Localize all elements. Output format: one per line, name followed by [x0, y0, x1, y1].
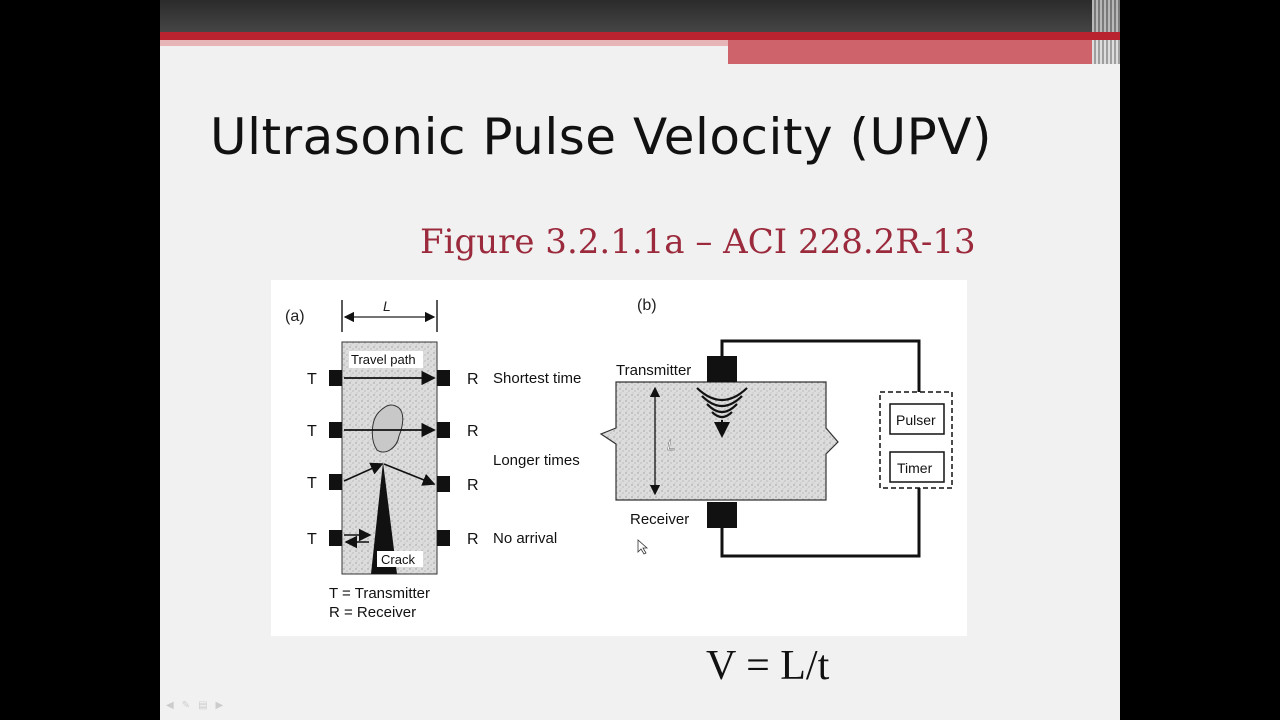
specimen-slab — [599, 381, 839, 501]
transducer-r-2 — [437, 422, 450, 438]
path-arrow-3a — [343, 462, 384, 482]
travel-path-label: Travel path — [351, 352, 416, 367]
circuit-wire-bottom — [720, 488, 921, 558]
timer-box — [889, 451, 945, 483]
transmitter-transducer — [707, 356, 737, 382]
desc-row-4: No arrival — [493, 530, 557, 547]
next-icon[interactable]: ▶ — [215, 700, 224, 711]
header-red-block — [728, 40, 1092, 64]
header-accent-line — [160, 32, 1120, 40]
label-r-3: R — [467, 477, 479, 494]
label-r-1: R — [467, 371, 479, 388]
receiver-label: Receiver — [630, 511, 689, 528]
path-arrow-3b — [383, 463, 436, 486]
transducer-r-1 — [437, 370, 450, 386]
velocity-formula: V = L/t — [706, 643, 830, 689]
transducer-t-2 — [329, 422, 342, 438]
pen-icon[interactable]: ✎ — [181, 700, 191, 711]
upv-diagram-svg: (a) L Travel path T R Shortest time — [285, 297, 953, 621]
panel-b-label: (b) — [637, 297, 657, 314]
panel-a: (a) L Travel path T R Shortest time — [285, 298, 581, 621]
menu-icon[interactable]: ▤ — [198, 700, 208, 711]
circuit-wire-top — [720, 339, 921, 392]
label-r-4: R — [467, 531, 479, 548]
travel-path-label-bg — [349, 351, 423, 368]
transducer-r-4 — [437, 530, 450, 546]
crack-label-bg — [377, 551, 423, 567]
instrument-enclosure — [879, 391, 953, 489]
upv-figure: (a) L Travel path T R Shortest time — [271, 280, 967, 636]
slide-title: Ultrasonic Pulse Velocity (UPV) — [210, 108, 992, 166]
crack-shape — [371, 462, 397, 574]
prev-icon[interactable]: ◀ — [166, 700, 174, 711]
slide: Ultrasonic Pulse Velocity (UPV) Figure 3… — [160, 0, 1120, 720]
transmitter-label: Transmitter — [616, 362, 691, 379]
mouse-cursor-icon — [637, 539, 649, 555]
label-r-2: R — [467, 423, 479, 440]
slab-dim-label: L — [667, 437, 675, 454]
void-inclusion — [371, 404, 404, 453]
pulser-label: Pulser — [896, 412, 936, 428]
transducer-t-1 — [329, 370, 342, 386]
desc-row-3: Longer times — [493, 452, 580, 469]
label-t-2: T — [307, 423, 317, 440]
wavefront-icon — [696, 387, 748, 419]
pulser-box — [889, 403, 945, 435]
transducer-r-3 — [437, 476, 450, 492]
panel-b: (b) Transmitter Receiver — [599, 297, 953, 558]
dim-label-l: L — [383, 298, 391, 314]
label-t-1: T — [307, 371, 317, 388]
slideshow-controls: ◀ ✎ ▤ ▶ — [166, 700, 223, 711]
figure-caption: Figure 3.2.1.1a – ACI 228.2R-13 — [420, 222, 976, 262]
crack-label: Crack — [381, 552, 415, 567]
label-t-3: T — [307, 475, 317, 492]
panel-a-label: (a) — [285, 308, 305, 325]
transducer-t-3 — [329, 474, 342, 490]
header-pink-bar — [160, 40, 728, 46]
legend-transmitter: T = Transmitter — [329, 585, 430, 602]
transducer-t-4 — [329, 530, 342, 546]
desc-row-1: Shortest time — [493, 370, 581, 387]
timer-label: Timer — [897, 460, 933, 476]
label-t-4: T — [307, 531, 317, 548]
slide-header-bar — [160, 0, 1120, 32]
legend-receiver: R = Receiver — [329, 604, 416, 621]
receiver-transducer — [707, 502, 737, 528]
